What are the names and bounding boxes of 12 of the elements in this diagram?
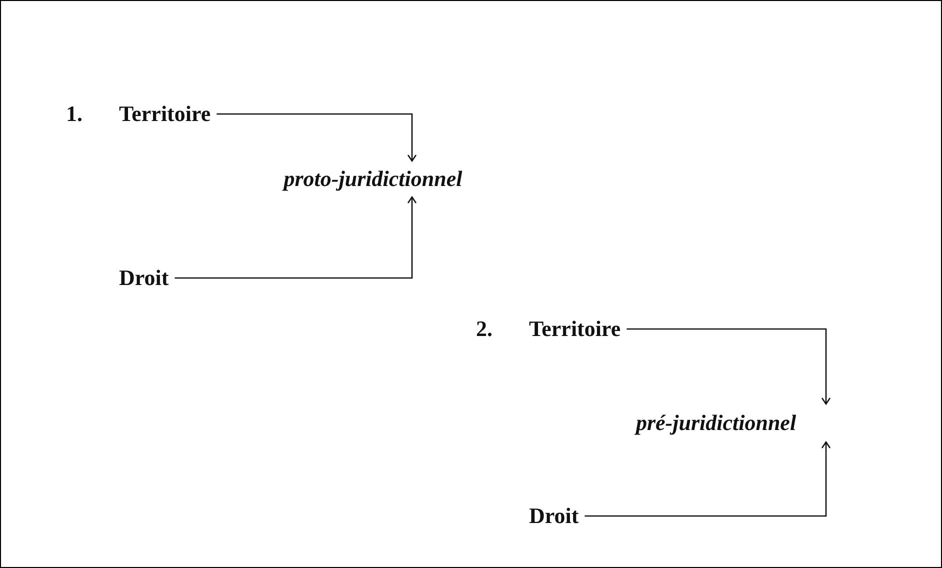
concept-term: Droit (529, 503, 579, 529)
step-number: 1. (66, 101, 82, 127)
result-term: pré-juridictionnel (636, 410, 796, 436)
result-term: proto-juridictionnel (284, 166, 462, 192)
arrow (174, 196, 417, 279)
concept-term: Droit (119, 265, 169, 291)
arrow (584, 441, 831, 517)
concept-term: Territoire (529, 316, 621, 342)
arrow (626, 328, 831, 405)
arrow (216, 113, 417, 162)
step-number: 2. (476, 316, 492, 342)
concept-term: Territoire (119, 101, 211, 127)
